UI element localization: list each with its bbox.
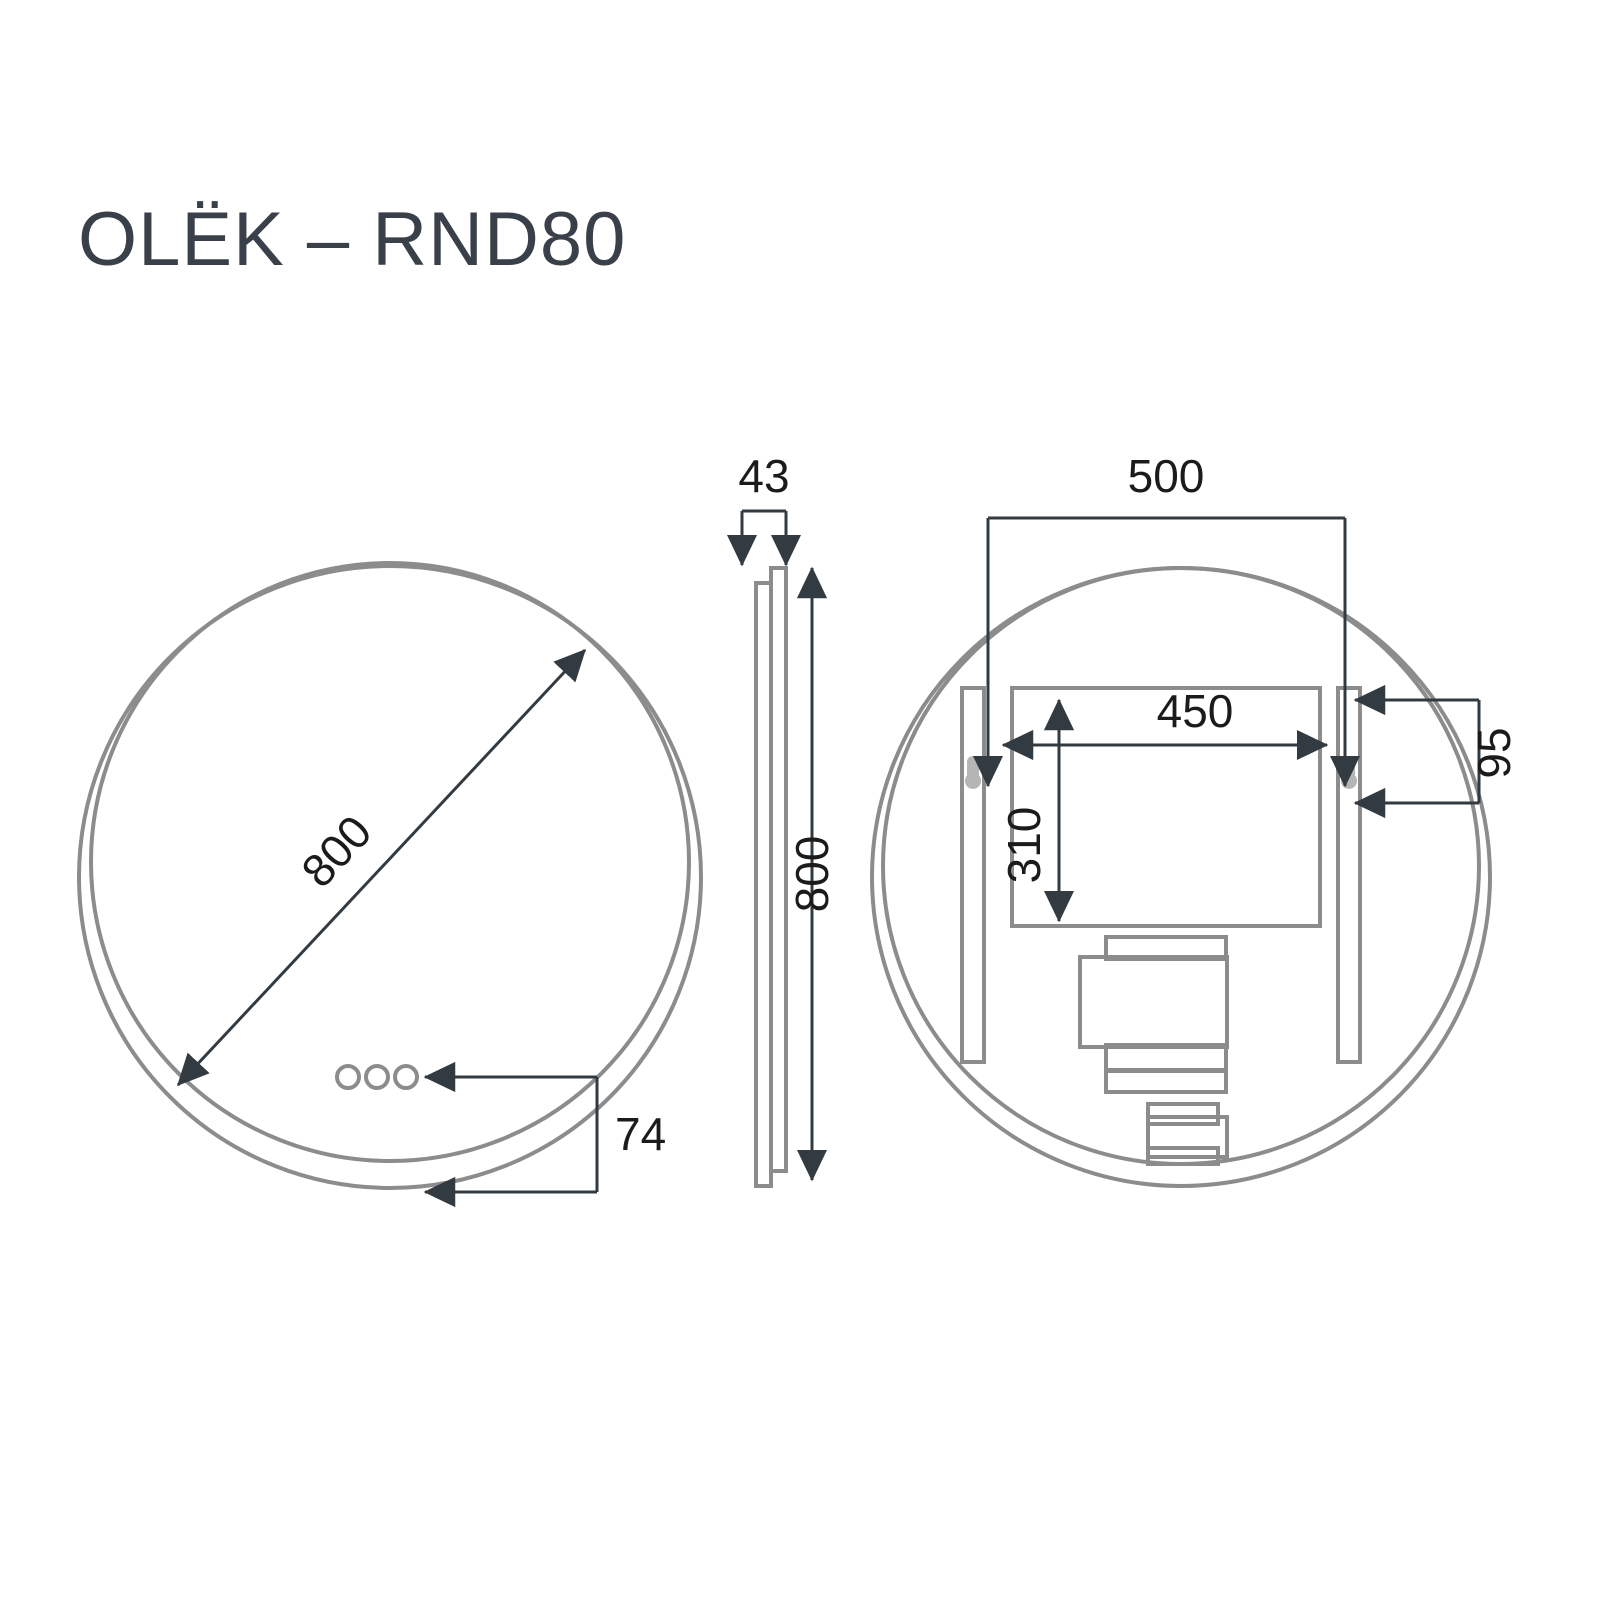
front-diameter-dimension-line [176, 648, 587, 1087]
dim800-side-label: 800 [786, 836, 838, 913]
mounting-rail-right [1336, 686, 1362, 1064]
dim310-label: 310 [998, 807, 1050, 884]
mounting-rail-left [960, 686, 986, 1064]
dim43-bracket [740, 509, 788, 545]
side-mirror-panel [769, 566, 788, 1173]
driver-box [1078, 955, 1229, 1049]
touch-button-3[interactable] [393, 1064, 419, 1090]
side-view-group: 43 800 [726, 450, 838, 1188]
dim74-label: 74 [615, 1108, 666, 1160]
front-outer-circle [77, 564, 703, 1190]
driver-box-flange-bottom [1104, 1068, 1228, 1094]
back-view-group: 500 450 310 95 [870, 450, 1520, 1188]
junction-box-flange-bottom [1146, 1146, 1220, 1166]
side-back-panel [754, 581, 773, 1188]
front-view-group: 800 74 [77, 561, 703, 1208]
keyhole-slot-left [965, 756, 981, 789]
driver-box-flange-mid [1104, 1043, 1228, 1073]
junction-box [1146, 1115, 1229, 1159]
dim450-label: 450 [1157, 685, 1234, 737]
junction-box-flange-top [1146, 1102, 1220, 1126]
backplate-panel [1010, 686, 1322, 928]
touch-button-1[interactable] [335, 1064, 361, 1090]
page-title: OLËK – RND80 [78, 197, 627, 282]
dim43-label: 43 [738, 450, 789, 502]
touch-button-2[interactable] [364, 1064, 390, 1090]
dim95-label: 95 [1468, 727, 1520, 778]
front-inner-circle [89, 561, 691, 1163]
back-inner-circle [881, 566, 1481, 1166]
dim500-label: 500 [1128, 450, 1205, 502]
